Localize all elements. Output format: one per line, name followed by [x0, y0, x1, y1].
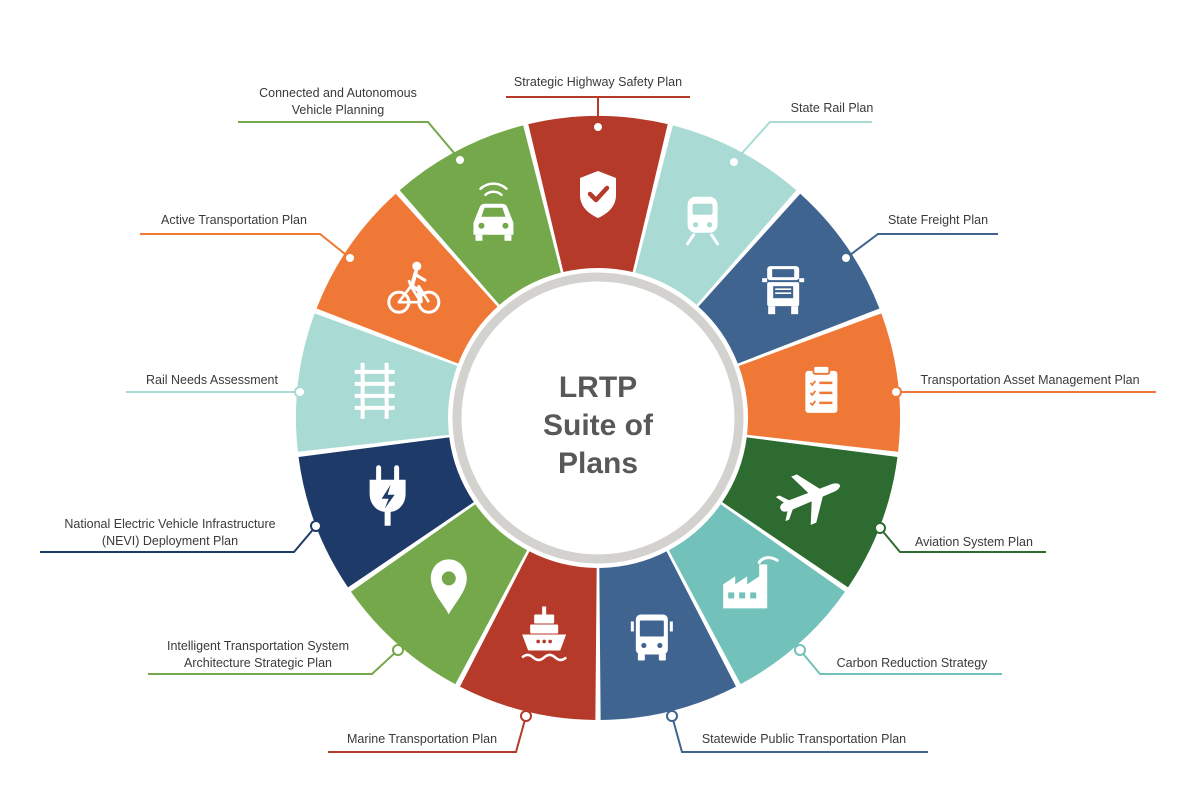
bicycle-icon: [387, 261, 441, 314]
plan-label: Carbon Reduction Strategy: [837, 656, 989, 670]
plan-label: Connected and Autonomous: [259, 86, 417, 100]
airplane-icon: [775, 474, 840, 525]
truck-icon: [762, 266, 805, 315]
clipboard-checklist-icon: [805, 364, 838, 413]
leader-dot: [874, 522, 886, 534]
leader-line: [238, 121, 461, 161]
leader-line: [733, 121, 872, 163]
leader-dot: [840, 252, 852, 264]
leader-dot: [520, 710, 532, 722]
plan-label: Aviation System Plan: [915, 535, 1033, 549]
leader-line: [845, 233, 998, 259]
leader-dot: [728, 156, 740, 168]
leader-line: [799, 649, 1002, 675]
connected-car-icon: [473, 182, 514, 241]
plan-label: National Electric Vehicle Infrastructure: [64, 517, 275, 531]
plan-label: Vehicle Planning: [292, 103, 384, 117]
plan-label: Intelligent Transportation System: [167, 639, 349, 653]
leader-dot: [454, 154, 466, 166]
leader-dot: [794, 644, 806, 656]
plan-label: Rail Needs Assessment: [146, 373, 279, 387]
leader-dot: [666, 710, 678, 722]
leader-dot: [392, 644, 404, 656]
leader-dot: [344, 252, 356, 264]
plan-label: Architecture Strategic Plan: [184, 656, 332, 670]
railroad-track-icon: [354, 362, 395, 419]
plan-label: Statewide Public Transportation Plan: [702, 732, 906, 746]
factory-icon: [723, 556, 779, 609]
plan-label: State Rail Plan: [791, 101, 874, 115]
leader-line: [671, 715, 928, 753]
train-icon: [686, 196, 720, 246]
leader-line: [40, 525, 317, 553]
plan-label: State Freight Plan: [888, 213, 988, 227]
center-title-line-3: Plans: [558, 447, 638, 480]
leader-line: [148, 649, 399, 675]
plan-label: Marine Transportation Plan: [347, 732, 497, 746]
ev-plug-icon: [369, 465, 406, 526]
center-hub: LRTP Suite of Plans: [450, 270, 746, 566]
center-title-line-1: LRTP: [559, 371, 637, 404]
leader-dot: [592, 121, 604, 133]
center-title-line-2: Suite of: [543, 409, 654, 442]
bus-icon: [630, 614, 673, 661]
plan-label: Transportation Asset Management Plan: [920, 373, 1139, 387]
segment-airplane: [722, 437, 898, 588]
leader-line: [328, 715, 527, 753]
plan-label: (NEVI) Deployment Plan: [102, 534, 238, 548]
leader-line: [879, 527, 1046, 553]
location-pin-icon: [430, 559, 467, 615]
leader-dot: [890, 386, 902, 398]
plan-label: Active Transportation Plan: [161, 213, 307, 227]
leader-dot: [310, 520, 322, 532]
segment-bicycle: [316, 193, 498, 364]
leader-line: [140, 233, 351, 259]
shield-check-icon: [580, 171, 616, 218]
ship-icon: [521, 606, 567, 662]
leader-dot: [294, 386, 306, 398]
plan-label: Strategic Highway Safety Plan: [514, 75, 682, 89]
